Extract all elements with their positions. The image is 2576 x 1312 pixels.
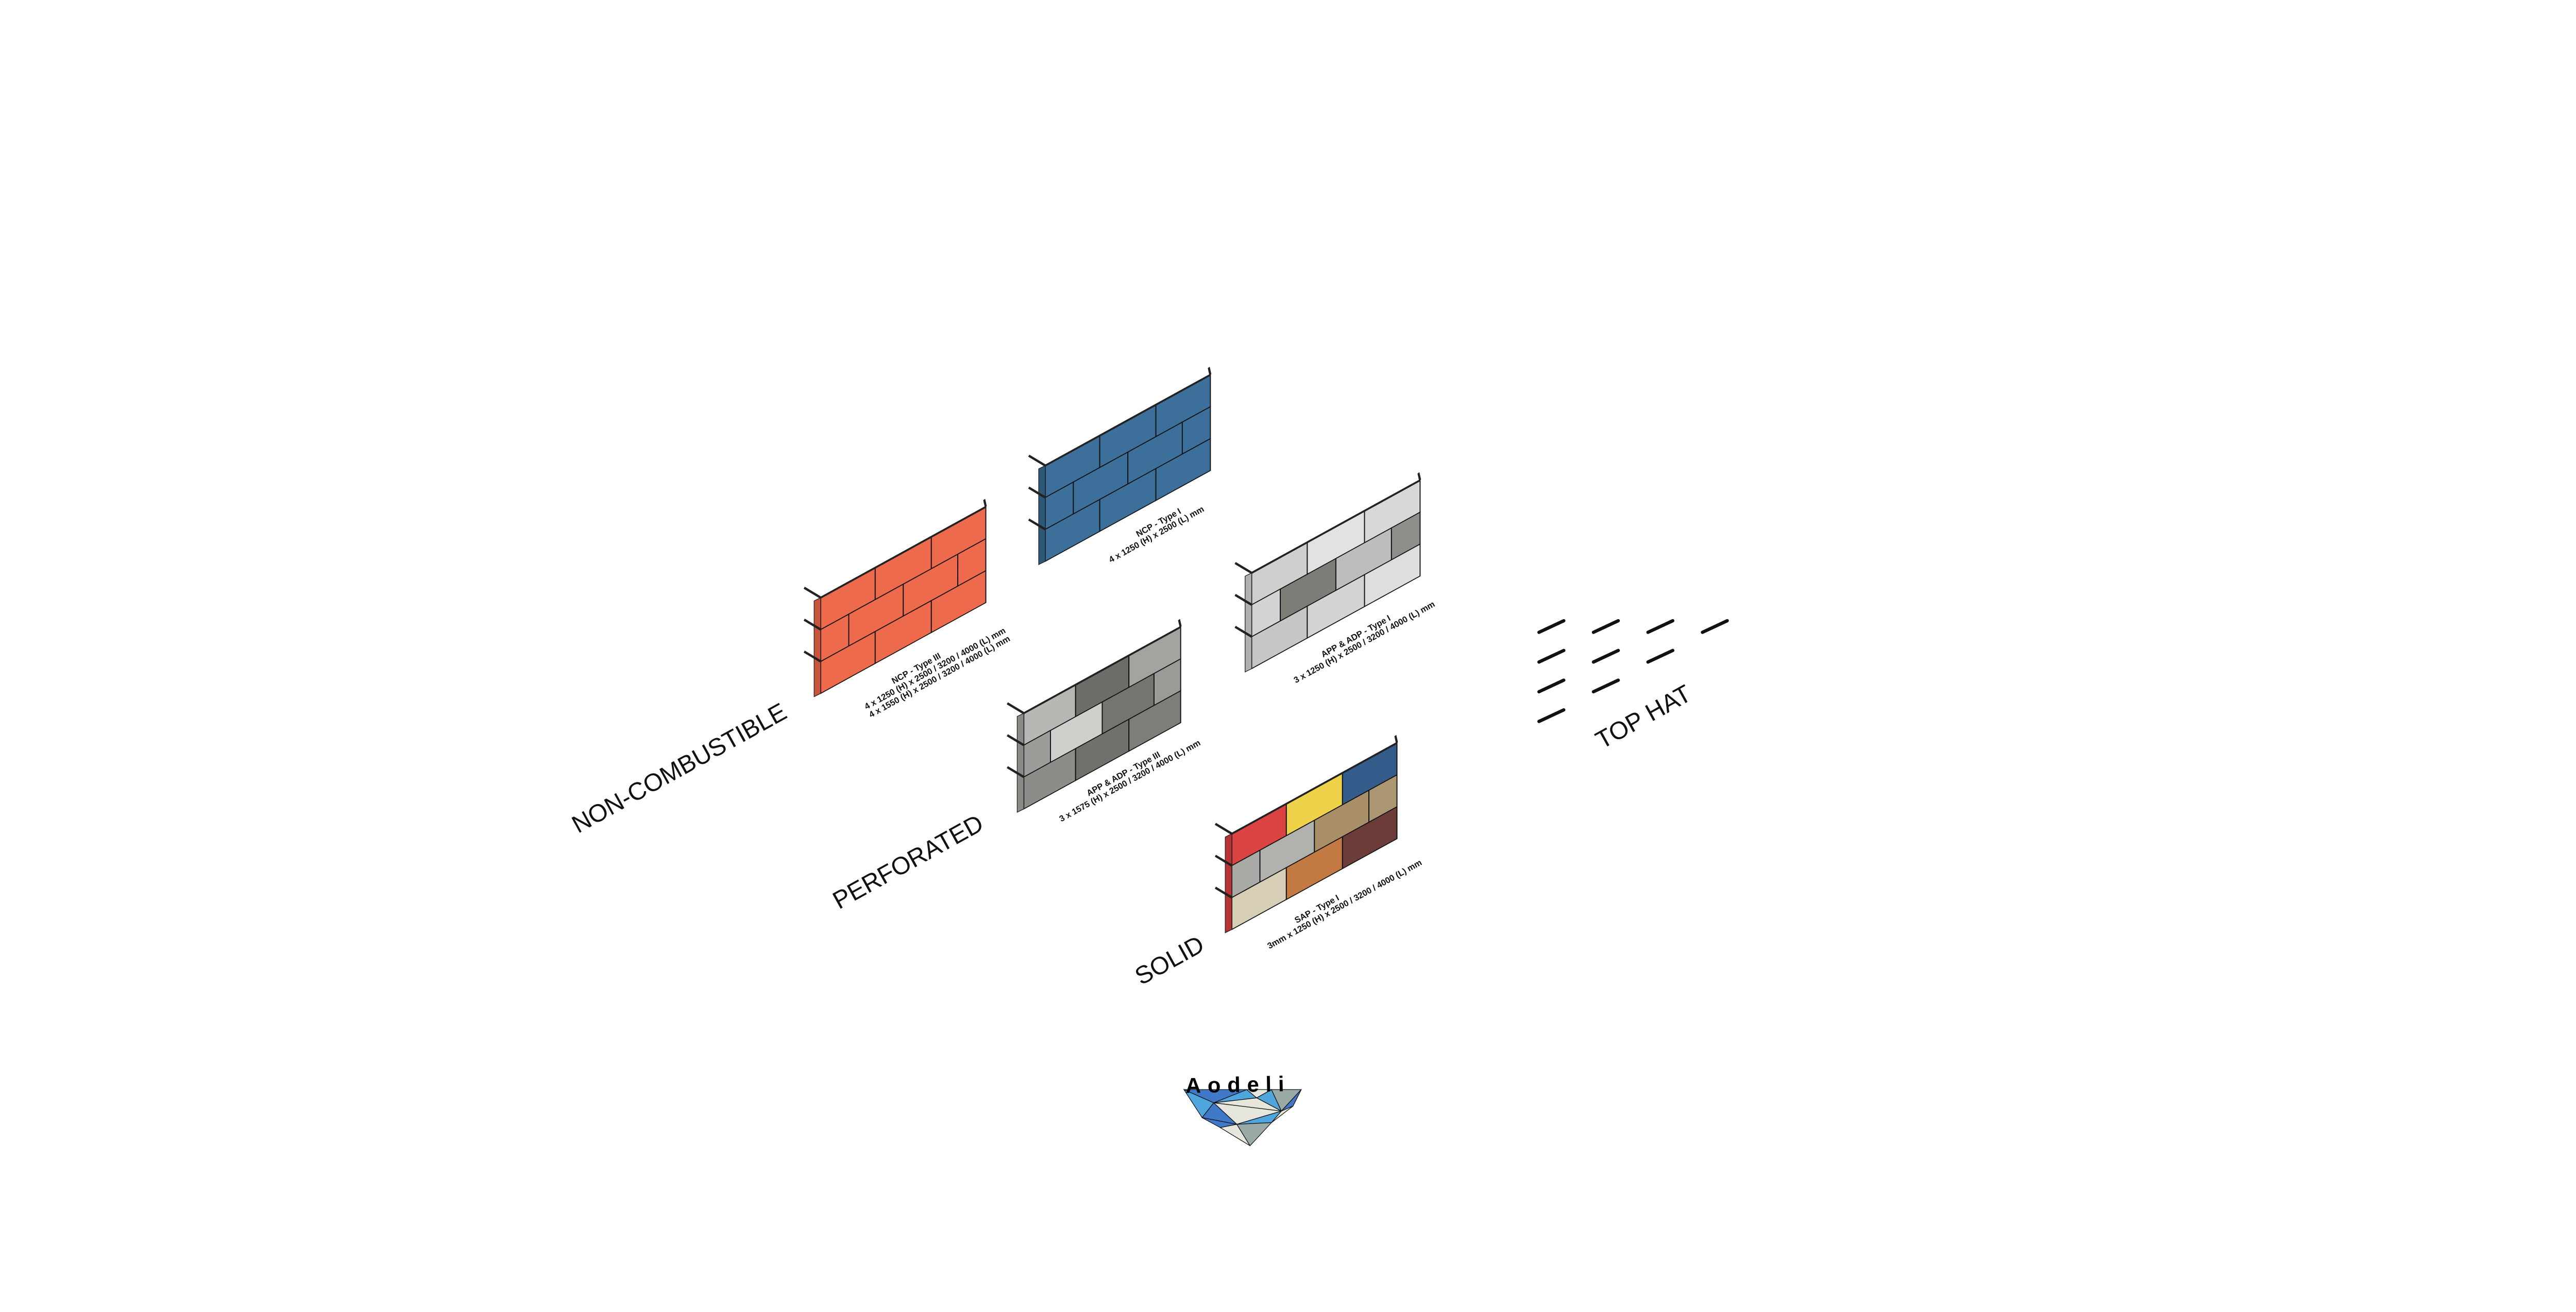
top-hat-bracket [1214,823,1233,835]
top-hat-bracket [1234,593,1252,606]
top-rail [820,505,986,599]
top-hat-profile [1701,619,1729,634]
top-hat-bracket [1214,855,1233,867]
panel-edge [1038,465,1046,566]
wall-ncp-type-1: NCP - Type I4 x 1250 (H) x 2500 (L) mm [1028,366,1212,566]
top-hat-bracket [803,619,822,631]
top-hat-profile [1537,619,1566,634]
label-non-combustible: NON-COMBUSTIBLE [567,697,791,839]
wall-app-adp-type-3: APP & ADP - Type III3 x 1575 (H) x 2500 … [1006,619,1202,824]
top-hat-profile [1537,678,1566,694]
top-hat-profile [1591,678,1620,694]
top-hat-profile [1646,649,1674,664]
panel-edge [814,597,821,697]
top-hat-bracket [1006,702,1025,714]
wall-sap-type-1: SAP - Type I3mm x 1250 (H) x 2500 / 3200… [1214,735,1423,951]
label-solid: SOLID [1130,930,1209,991]
top-rail [1232,742,1397,835]
top-rail [1045,373,1211,467]
cladding-panel [1342,806,1398,870]
top-hat-profile [1537,708,1566,723]
top-hat-bracket [1028,518,1046,531]
top-hat-bracket [803,587,822,599]
top-hat-bracket [1028,486,1046,499]
cladding-panel [930,570,987,634]
top-hat-profile [1646,619,1674,634]
top-hat-profiles [1537,619,1729,723]
wall-ncp-type-3: NCP - Type III4 x 1250 (H) x 2500 / 3200… [803,499,1012,720]
svg-text:Aodeli: Aodeli [1185,1071,1291,1098]
panel-edge [1225,833,1232,933]
wall-app-adp-type-1: APP & ADP - Type I3 x 1250 (H) x 2500 / … [1234,472,1436,685]
cladding-panel [1155,437,1211,502]
top-rail [1251,479,1420,574]
aodeli-logo: Aodeli [1183,1071,1302,1147]
label-top-hat: TOP HAT [1591,679,1696,755]
top-hat-bracket [803,650,822,663]
top-hat-profile [1537,649,1566,664]
top-hat-bracket [1214,887,1233,899]
top-hat-bracket [1234,561,1252,574]
top-hat-profile [1591,619,1620,634]
top-hat-bracket [1234,625,1252,638]
cladding-panel [1364,543,1421,608]
panel-edge [1245,572,1252,673]
top-hat-bracket [1006,766,1025,778]
top-hat-bracket [1028,454,1046,467]
top-hat-profile [1591,649,1620,664]
panel-edge [1016,712,1024,813]
top-rail [1024,626,1181,714]
cladding-panel [1128,690,1181,752]
label-perforated: PERFORATED [828,809,988,915]
top-hat-bracket [1006,734,1025,746]
